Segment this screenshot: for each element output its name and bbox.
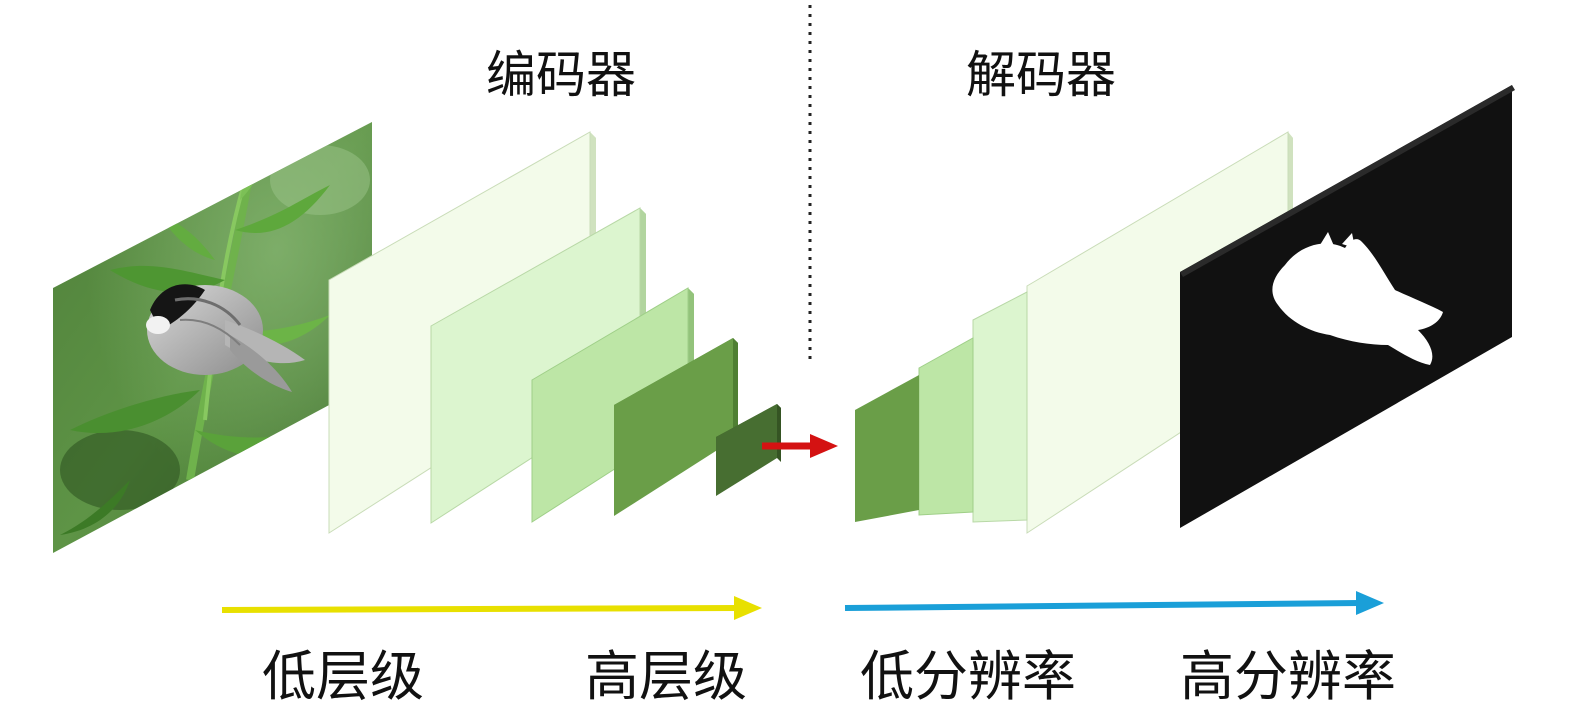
decoder-layers xyxy=(855,131,1293,534)
encoder-layer-4 xyxy=(614,338,738,516)
decoder-start-label: 低分辨率 xyxy=(860,645,1076,708)
encoder-title: 编码器 xyxy=(486,46,636,104)
bottleneck-arrow xyxy=(762,434,838,458)
encoder-layers xyxy=(328,131,781,534)
output-mask xyxy=(1180,85,1515,528)
decoder-title: 解码器 xyxy=(966,46,1116,104)
encoder-end-label: 高层级 xyxy=(585,645,747,708)
input-image xyxy=(53,122,372,553)
decoder-end-label: 高分辨率 xyxy=(1180,645,1396,708)
decoder-layer-3 xyxy=(918,337,974,516)
decoder-progress-arrow xyxy=(844,591,1384,615)
decoder-layer-4 xyxy=(972,291,1028,523)
encoder-progress-arrow xyxy=(221,596,762,620)
encoder-start-label: 低层级 xyxy=(262,645,424,708)
decoder-layer-2 xyxy=(855,375,919,522)
